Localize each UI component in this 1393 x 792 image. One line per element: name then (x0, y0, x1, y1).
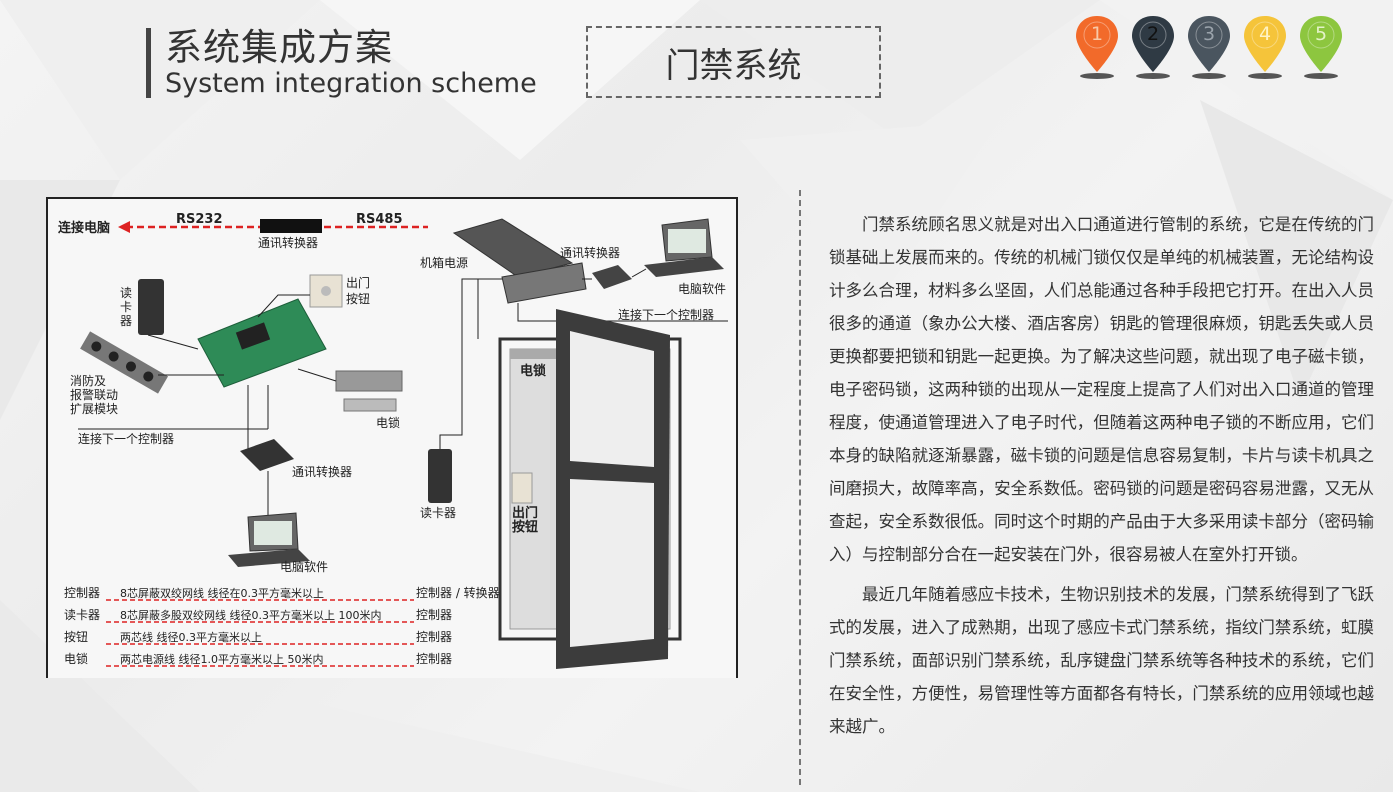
wiring-desc: 两芯电源线 线径1.0平方毫米以上 50米内 (120, 652, 323, 666)
converter-right-device (592, 265, 632, 289)
step-pin-1[interactable]: 1 (1072, 14, 1122, 80)
rs485-label: RS485 (356, 212, 403, 227)
exit-button-top-label-1: 出门 (346, 275, 370, 290)
wiring-to: 控制器 (416, 630, 452, 644)
wire-reader-controller (147, 334, 199, 350)
pc-software-left-label: 电脑软件 (280, 560, 328, 574)
door-window-top (570, 331, 654, 467)
cabinet-box (501, 262, 587, 304)
arrow-left-icon (118, 221, 130, 233)
converter-mid-device (240, 439, 294, 471)
map-pin-icon (1132, 16, 1174, 79)
wire-next-controller-right (517, 303, 728, 322)
exit-button-door-device (511, 472, 533, 504)
exit-button-top-device (309, 274, 343, 308)
card-reader-door-device (428, 449, 452, 503)
next-controller-left-label: 连接下一个控制器 (78, 431, 174, 446)
magnetic-lock-left-plate (343, 398, 397, 412)
converter-mid-label: 通讯转换器 (292, 464, 352, 479)
pc-software-right-label: 电脑软件 (678, 282, 726, 296)
card-reader-door-label: 读卡器 (420, 506, 456, 520)
step-pin-3[interactable]: 3 (1184, 14, 1234, 80)
diagram-svg: 连接电脑 RS232 RS485 通讯转换器 读 卡 器 出门 按钮 消防及 报… (58, 212, 728, 669)
map-pin-icon (1300, 16, 1342, 79)
connect-pc-label: 连接电脑 (58, 220, 110, 236)
paragraph-1: 门禁系统顾名思义就是对出入口通道进行管制的系统，它是在传统的门锁基础上发展而来的… (829, 215, 1374, 564)
wiring-to: 控制器 / 转换器 (416, 585, 500, 600)
wiring-row: 按钮 两芯线 线径0.3平方毫米以上 控制器 (64, 629, 452, 645)
rs232-label: RS232 (176, 212, 223, 227)
wire-lock-controller (297, 368, 337, 382)
controller-board (197, 298, 327, 388)
step-pin-5[interactable]: 5 (1296, 14, 1346, 80)
fire-module-label-3: 扩展模块 (70, 402, 118, 416)
laptop-right-keyboard (644, 257, 724, 277)
converter-top-device (260, 219, 322, 233)
section-title-box: 门禁系统 (586, 26, 881, 98)
access-control-diagram: 连接电脑 RS232 RS485 通讯转换器 读 卡 器 出门 按钮 消防及 报… (46, 197, 738, 678)
wire-converter-laptop-right (631, 268, 647, 278)
door-window-bottom (570, 479, 654, 647)
wiring-row: 电锁 两芯电源线 线径1.0平方毫米以上 50米内 控制器 (64, 651, 452, 667)
wiring-to: 控制器 (416, 608, 452, 622)
wiring-desc: 8芯屏蔽多股双绞网线 线径0.3平方毫米以上 100米内 (120, 608, 381, 622)
fire-module-label-2: 报警联动 (70, 387, 118, 402)
cabinet-power-label: 机箱电源 (420, 255, 468, 270)
step-pin-number: 2 (1146, 23, 1160, 45)
converter-right-label: 通讯转换器 (560, 245, 620, 260)
section-title: 门禁系统 (665, 45, 802, 86)
door-lock-strip (510, 349, 566, 359)
card-reader-left-label-2: 卡 (120, 300, 132, 314)
map-pin-icon (1076, 16, 1118, 79)
wiring-from: 按钮 (64, 629, 88, 644)
paragraph-2: 最近几年随着感应卡技术，生物识别技术的发展，门禁系统得到了飞跃式的发展，进入了成… (829, 585, 1374, 736)
wire-button-controller (257, 294, 310, 318)
laptop-right-display (668, 229, 706, 253)
wiring-to: 控制器 (416, 652, 452, 666)
page-title: 系统集成方案 (165, 26, 393, 69)
controller-chip (235, 322, 271, 350)
lock-door-label: 电锁 (520, 363, 546, 379)
exit-button-top-label-2: 按钮 (346, 291, 370, 306)
map-pin-icon (1244, 16, 1286, 79)
wiring-from: 电锁 (64, 651, 88, 666)
step-pin-number: 3 (1202, 23, 1216, 45)
page-subtitle: System integration scheme (165, 68, 537, 99)
step-pin-number: 1 (1090, 23, 1104, 45)
wire-reader-cabinet (439, 278, 502, 449)
wiring-row: 控制器 8芯屏蔽双绞网线 线径在0.3平方毫米以上 控制器 / 转换器 (64, 585, 500, 601)
wiring-row: 读卡器 8芯屏蔽多股双绞网线 线径0.3平方毫米以上 100米内 控制器 (64, 608, 452, 623)
wiring-desc: 8芯屏蔽双绞网线 线径在0.3平方毫米以上 (120, 586, 324, 600)
magnetic-lock-left (335, 370, 403, 392)
column-divider (799, 190, 801, 785)
step-pin-number: 4 (1258, 23, 1272, 45)
card-reader-left-device (138, 279, 164, 335)
step-indicator: 1 2 3 4 5 (1072, 14, 1352, 80)
fire-module-label-1: 消防及 (70, 373, 106, 388)
laptop-left-keyboard (228, 549, 310, 567)
wiring-from: 控制器 (64, 586, 100, 600)
converter-top-label: 通讯转换器 (258, 235, 318, 250)
exit-button-door-label-1: 出门 (512, 505, 538, 521)
exit-button-door-label-2: 按钮 (512, 519, 538, 535)
description-text: 门禁系统顾名思义就是对出入口通道进行管制的系统，它是在传统的门锁基础上发展而来的… (829, 208, 1374, 750)
step-pin-2[interactable]: 2 (1128, 14, 1178, 80)
step-pin-number: 5 (1314, 23, 1328, 45)
lock-left-label: 电锁 (376, 415, 400, 430)
title-accent-bar (146, 28, 151, 98)
fire-module-device (80, 331, 169, 394)
step-pin-4[interactable]: 4 (1240, 14, 1290, 80)
exit-button-top-knob (321, 286, 331, 296)
laptop-left-display (254, 521, 292, 545)
card-reader-left-label-3: 器 (120, 314, 132, 328)
map-pin-icon (1188, 16, 1230, 79)
wiring-desc: 两芯线 线径0.3平方毫米以上 (120, 630, 262, 644)
wiring-from: 读卡器 (64, 608, 100, 622)
next-controller-right-label: 连接下一个控制器 (618, 307, 714, 322)
cabinet-lid (452, 218, 574, 278)
card-reader-left-label-1: 读 (120, 286, 132, 300)
